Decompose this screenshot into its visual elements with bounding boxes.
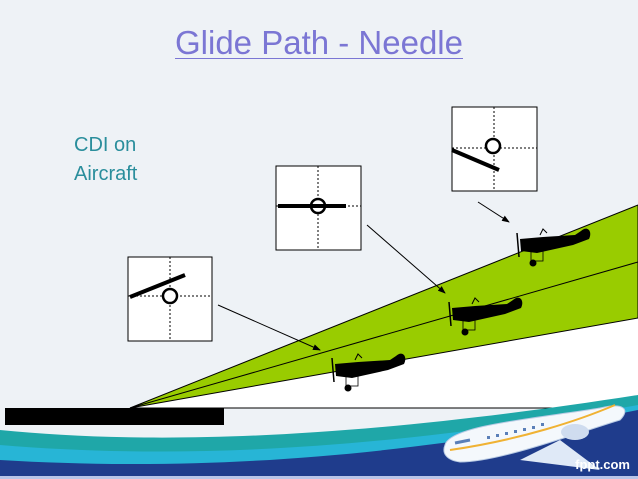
glide-path-centerline [129, 261, 638, 409]
footer-wave-blue [0, 410, 638, 479]
footer-brand: fppt.com [575, 457, 630, 472]
cdi-label-line1: CDI on [74, 134, 137, 156]
cdi-label-line2: Aircraft [74, 163, 138, 185]
arrow-1 [217, 304, 321, 351]
arrow-3 [477, 201, 510, 223]
footer-strip [0, 476, 638, 479]
biplane-icon-mid [448, 297, 523, 336]
airliner-icon [443, 404, 626, 470]
cdi-indicator-on-path [275, 165, 362, 251]
cdi-indicator-high [451, 106, 538, 192]
black-bar [5, 408, 224, 425]
biplane-icon-high [516, 228, 591, 267]
slide-title: Glide Path - Needle [175, 24, 463, 61]
arrow-2 [366, 224, 446, 294]
biplane-icon-low [331, 353, 406, 392]
cdi-label: CDI on Aircraft [74, 131, 137, 189]
cdi-indicator-low [127, 256, 213, 342]
